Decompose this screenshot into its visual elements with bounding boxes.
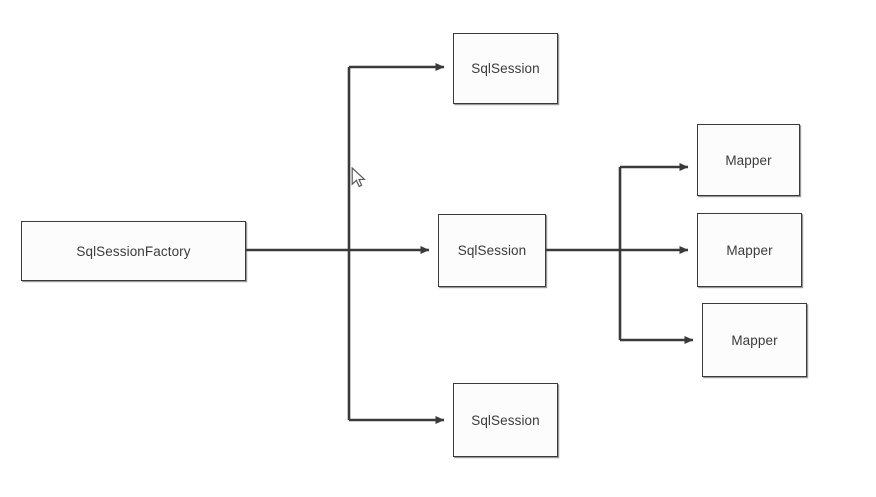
node-sqlsession-2[interactable]: SqlSession: [438, 214, 546, 287]
node-mapper-3[interactable]: Mapper: [702, 303, 807, 377]
node-label: SqlSession: [457, 243, 527, 258]
node-mapper-2[interactable]: Mapper: [697, 213, 802, 287]
node-label: Mapper: [731, 332, 778, 348]
node-sqlsession-1[interactable]: SqlSession: [453, 33, 558, 104]
node-label: SqlSession: [471, 61, 540, 76]
node-sqlsessionfactory[interactable]: SqlSessionFactory: [21, 221, 246, 281]
node-mapper-1[interactable]: Mapper: [697, 124, 800, 196]
node-sqlsession-3[interactable]: SqlSession: [453, 383, 558, 457]
node-label: SqlSessionFactory: [76, 243, 191, 259]
node-label: SqlSession: [471, 412, 540, 428]
node-label: Mapper: [725, 152, 772, 168]
node-label: Mapper: [726, 242, 773, 258]
